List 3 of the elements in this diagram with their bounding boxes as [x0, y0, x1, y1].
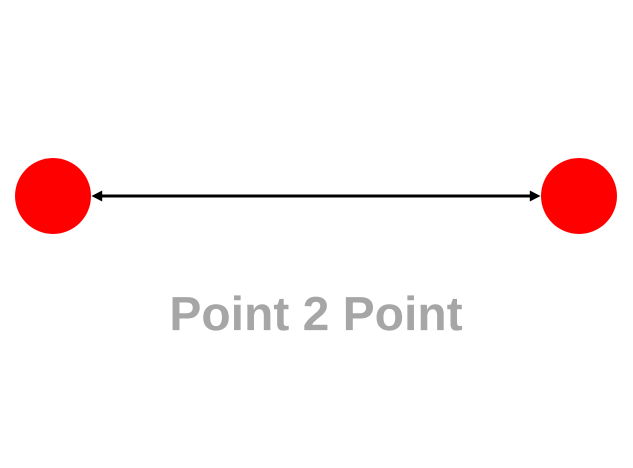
dot	[15, 158, 91, 234]
caption: Point 2 Point	[172, 295, 462, 331]
dot	[541, 158, 617, 234]
